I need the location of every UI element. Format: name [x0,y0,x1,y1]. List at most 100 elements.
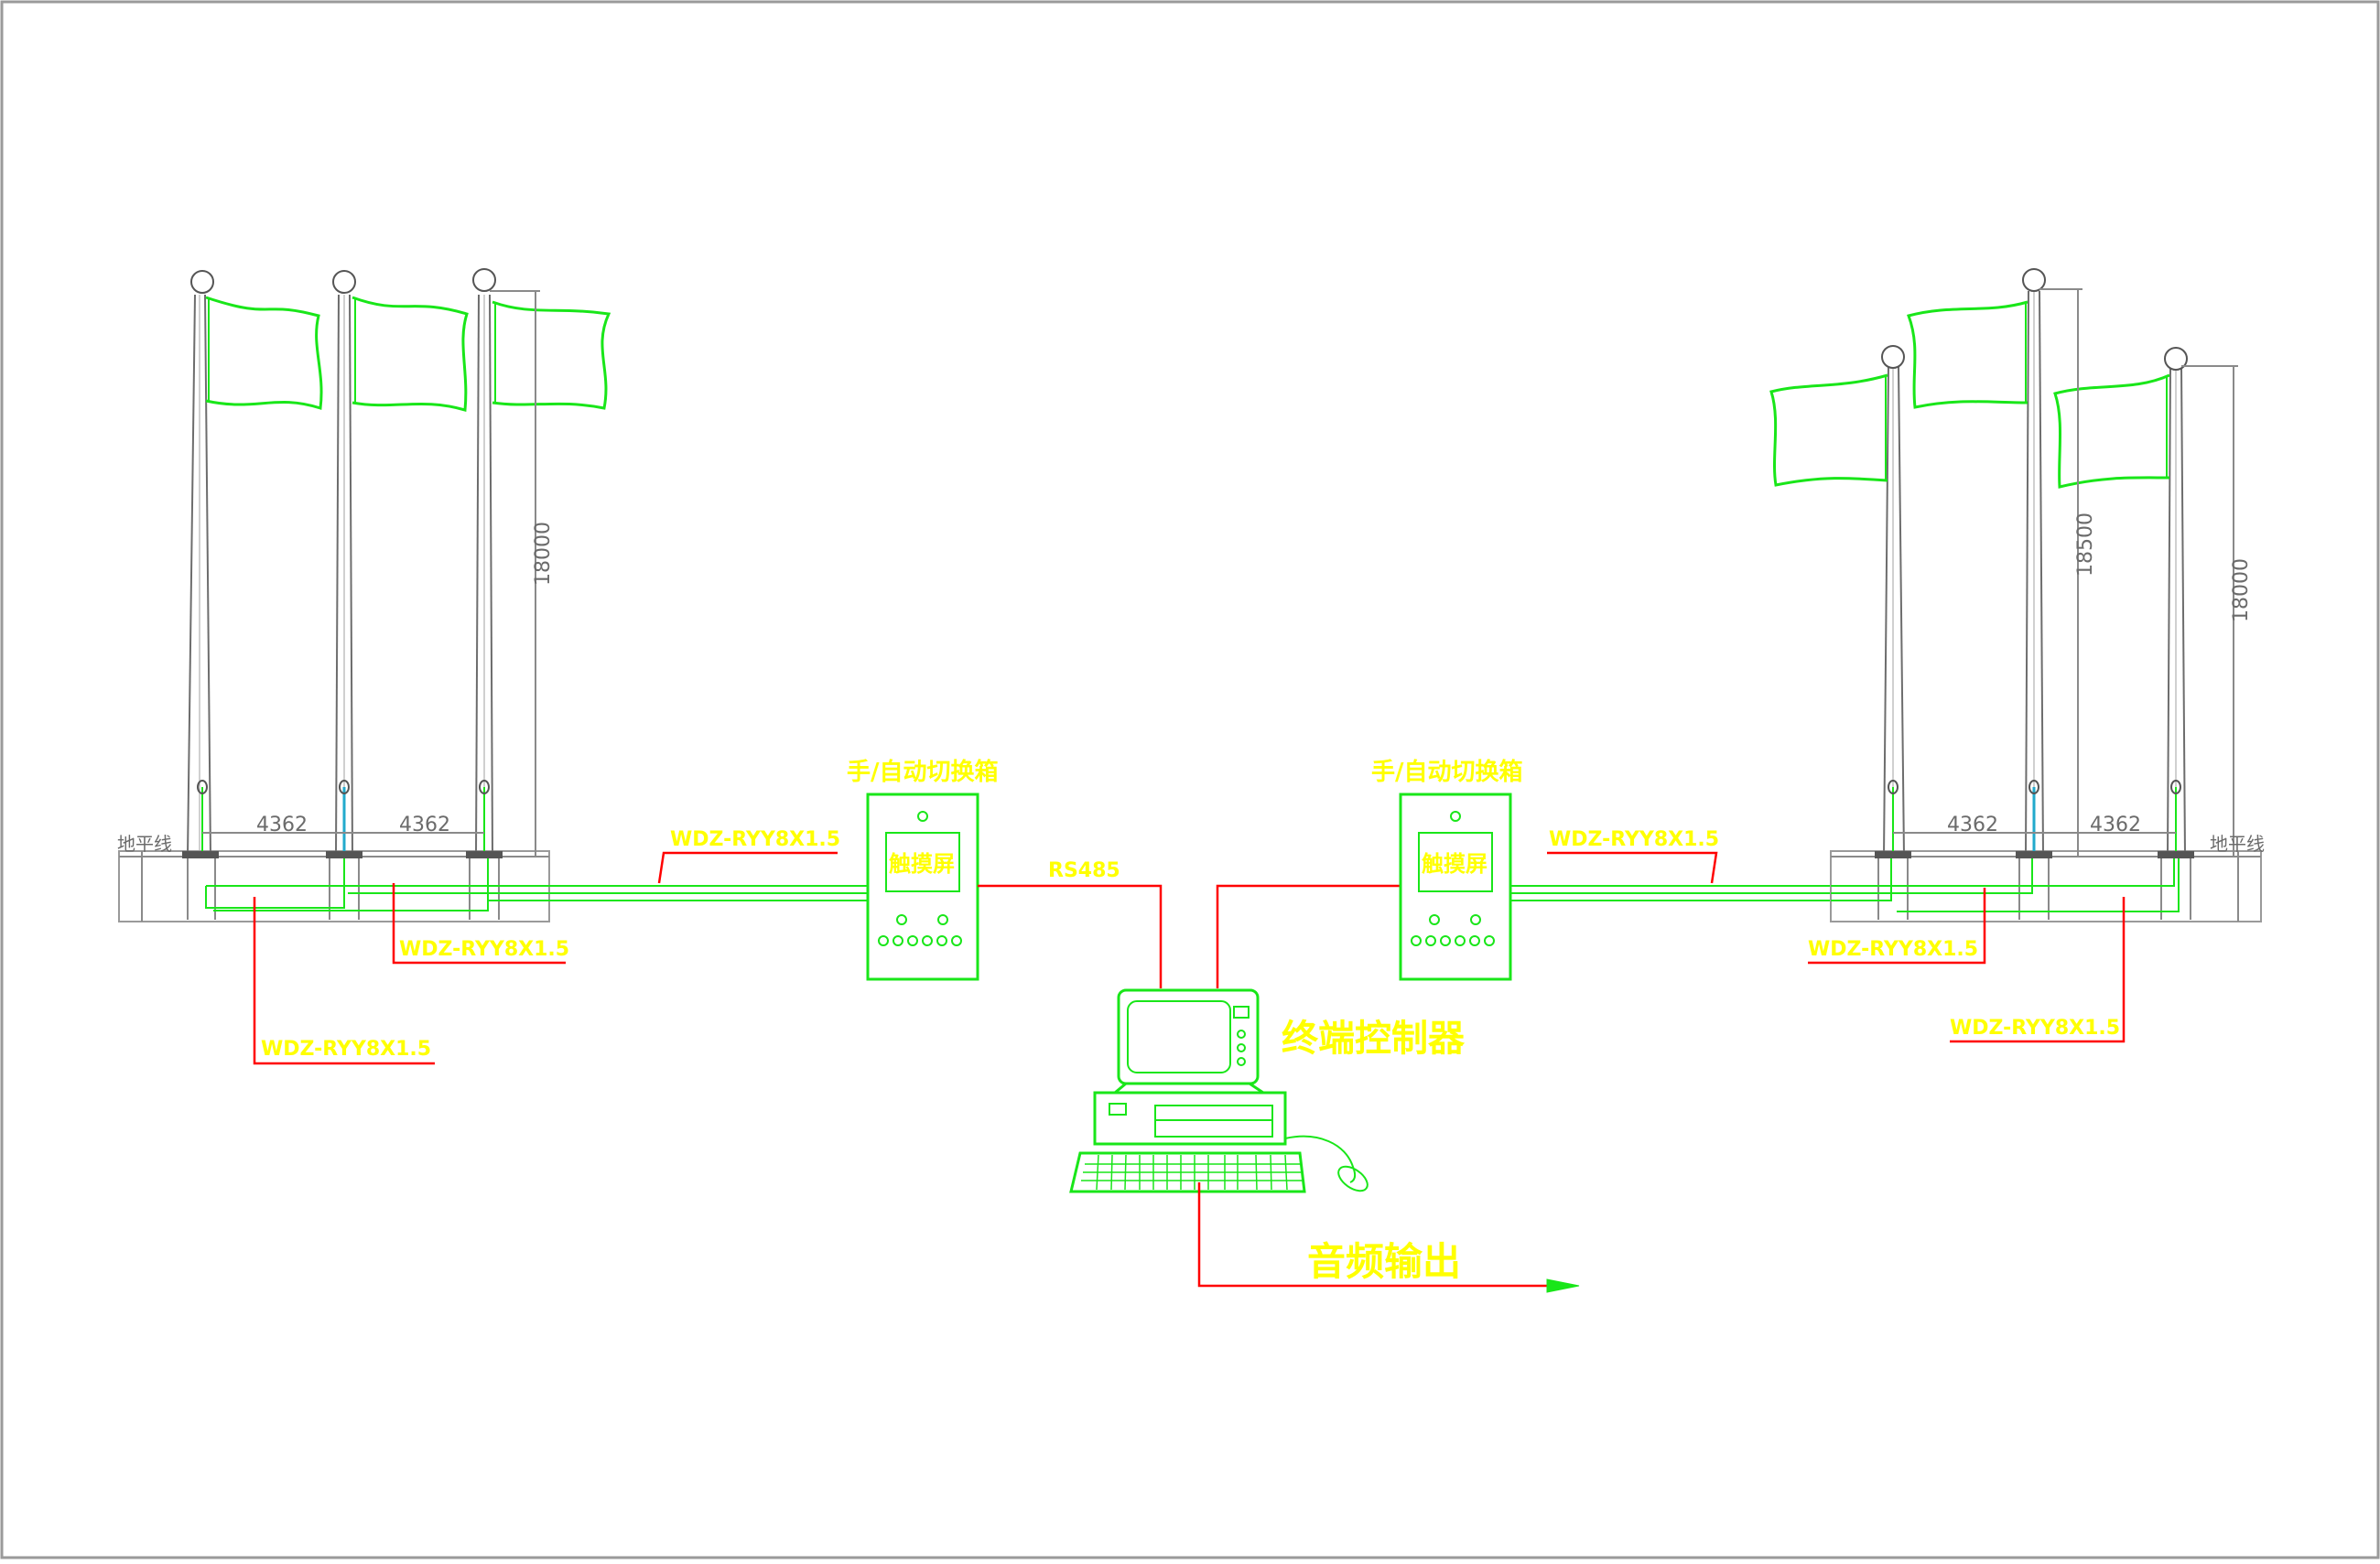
left-touch-screen [885,832,960,892]
cable-leader [392,883,566,965]
right-switch-box-title: 手/自动切换箱 [1371,758,1523,786]
right-height-dimension-far: 18000 [2230,558,2253,622]
button-icon [907,935,918,946]
pole-shaft [1883,365,1889,858]
left-pole-3 [466,268,611,920]
cable-leader [253,897,435,1065]
button-icon [951,935,962,946]
button-icon [1440,935,1451,946]
pole-shaft [2025,290,2029,858]
button-icon [1470,914,1481,925]
rs485-line [978,884,1163,988]
rs485-link: RS485 [978,859,1401,988]
keyboard-key-column [1284,1154,1288,1191]
terminal-computer: 终端控制器 [1069,988,1466,1193]
left-height-dimension: 18000 [532,522,555,586]
pole-winch-icon [197,780,208,794]
pole-shaft [2039,290,2044,858]
cable-label-trunk-left: WDZ-RYY8X1.5 [670,828,840,851]
keyboard-key-column [1255,1154,1258,1191]
keyboard-key-column [1124,1154,1127,1191]
pole-shaft [349,294,353,858]
left-touch-screen-label: 触摸屏 [889,851,955,877]
right-pole-1 [1769,345,1911,920]
left-spacing-dimension-1: 4362 [256,814,308,836]
button-icon [937,914,948,925]
left-ground-label: 地平线 [117,833,172,855]
mouse-icon [1337,1165,1368,1192]
left-button-row [878,935,962,946]
button-icon [892,935,903,946]
pole-shaft [2167,365,2171,858]
pole-shaft [1898,365,1905,858]
cable-leader [1950,897,2126,1043]
pole-winch-icon [339,780,350,794]
monitor-screen [1127,1000,1231,1073]
pole-base-plate [1875,851,1911,858]
right-pole-3 [2053,347,2194,920]
conduit-line [205,858,345,909]
conduit-line [1897,858,2180,912]
right-trunk-cable: WDZ-RYY8X1.5 [1510,828,1831,901]
rs485-label: RS485 [1048,859,1120,882]
flag-icon [1907,300,2028,409]
audio-output: 音频输出 [1197,1182,1580,1293]
monitor-knob-icon [1237,1043,1246,1052]
pole-shaft [2180,365,2186,858]
audio-output-label: 音频输出 [1307,1239,1461,1284]
pole-ball-icon [190,270,214,294]
pole-ball-icon [2164,347,2188,371]
button-icon [1455,935,1466,946]
monitor-knob-icon [1237,1030,1246,1039]
cable-label-left-1: WDZ-RYY8X1.5 [399,938,569,961]
right-touch-screen [1418,832,1493,892]
conduit-line [1831,858,2175,887]
right-switch-box: 手/自动切换箱 触摸屏 [1371,758,1523,981]
button-icon [878,935,889,946]
pole-winch-icon [2170,780,2181,794]
cable-label-left-2: WDZ-RYY8X1.5 [261,1038,431,1061]
pole-base-plate [466,851,503,858]
pole-ball-icon [332,270,356,294]
conduit-line [213,858,489,911]
left-trunk-cable [549,885,868,901]
pole-ball-icon [1881,345,1905,369]
pole-base-plate [326,851,362,858]
pole-shaft [489,294,493,858]
flag-icon [2053,373,2170,489]
flag-icon [205,296,323,410]
terminal-controller-label: 终端控制器 [1282,1018,1466,1060]
left-spacing-dimension-2: 4362 [399,814,450,836]
pole-winch-icon [479,780,490,794]
mouse-cable [1284,1135,1357,1183]
left-pole-2 [326,270,469,920]
right-touch-screen-label: 触摸屏 [1422,851,1488,877]
button-icon [1469,935,1480,946]
keyboard-key-column [1110,1154,1113,1191]
button-icon [1429,914,1440,925]
rs485-line-right [1216,884,1401,988]
flag-icon [492,300,611,410]
pole-shaft [204,294,211,858]
left-switch-box: 手/自动切换箱 触摸屏 [847,758,999,981]
audio-output-line [1197,1182,1556,1288]
left-cable-labels: WDZ-RYY8X1.5 WDZ-RYY8X1.5 WDZ-RYY8X1.5 [253,828,840,1065]
keyboard-key-column [1096,1154,1099,1191]
conduit-line [1831,858,1892,901]
right-ground-label: 地平线 [2210,833,2265,855]
button-icon [1411,935,1422,946]
indicator-light-icon [917,811,928,822]
right-pole-2 [1907,268,2052,920]
right-button-row [1411,935,1495,946]
right-height-dimension-mid: 18500 [2074,512,2097,577]
pole-ball-icon [2022,268,2046,292]
button-icon [922,935,933,946]
arrow-right-icon [1546,1278,1580,1293]
pole-shaft [187,294,196,858]
keyboard-keys [1081,1154,1303,1191]
left-flagpole-group: 18000 4362 4362 地平线 [117,268,611,922]
cable-leader [657,851,838,884]
cable-leader [1547,851,1718,884]
